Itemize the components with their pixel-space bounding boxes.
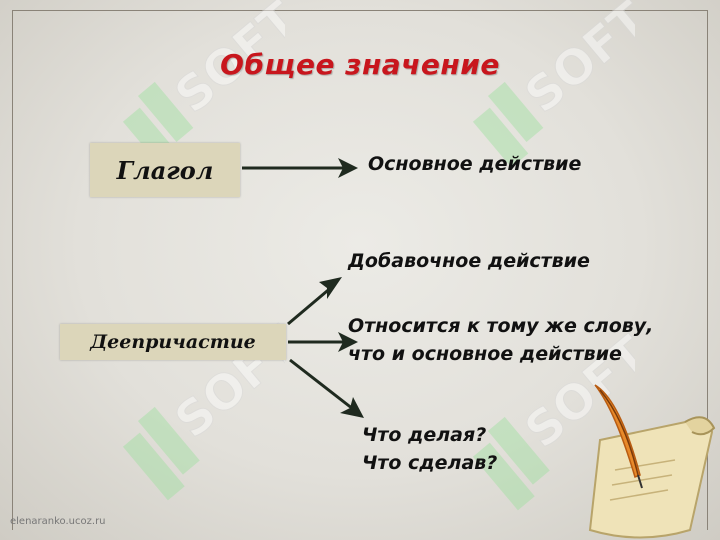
- quill-scroll-illustration: [588, 384, 716, 539]
- gerund-box-label: Деепричастие: [90, 331, 256, 353]
- arrow-gerund-to-upper: [287, 277, 342, 326]
- branch-middle-line1: Относится к тому же слову,: [348, 315, 654, 337]
- frame-left-line: [12, 10, 13, 530]
- gerund-box: Деепричастие: [60, 324, 286, 360]
- frame-top-line: [12, 10, 708, 11]
- watermark-logo-middle-right: SOFT: [472, 325, 635, 511]
- watermark-logo-top-left: SOFT: [122, 0, 285, 168]
- arrow-gerund-to-middle: [288, 332, 358, 352]
- branch-lower-line2: Что сделав?: [362, 452, 498, 474]
- branch-lower-line1: Что делая?: [362, 424, 487, 446]
- verb-box: Глагол: [90, 143, 240, 197]
- arrow-verb-to-meaning: [242, 158, 358, 178]
- verb-meaning-text: Основное действие: [368, 153, 582, 175]
- watermark-logo-top-right: SOFT: [472, 0, 635, 168]
- footer-source: elenaranko.ucoz.ru: [10, 516, 106, 527]
- branch-upper-text: Добавочное действие: [348, 250, 590, 272]
- arrow-gerund-to-lower: [289, 358, 364, 418]
- frame-right-line: [707, 10, 708, 530]
- slide-title: Общее значение: [220, 48, 500, 81]
- branch-middle-line2: что и основное действие: [348, 343, 622, 365]
- verb-box-label: Глагол: [116, 155, 214, 185]
